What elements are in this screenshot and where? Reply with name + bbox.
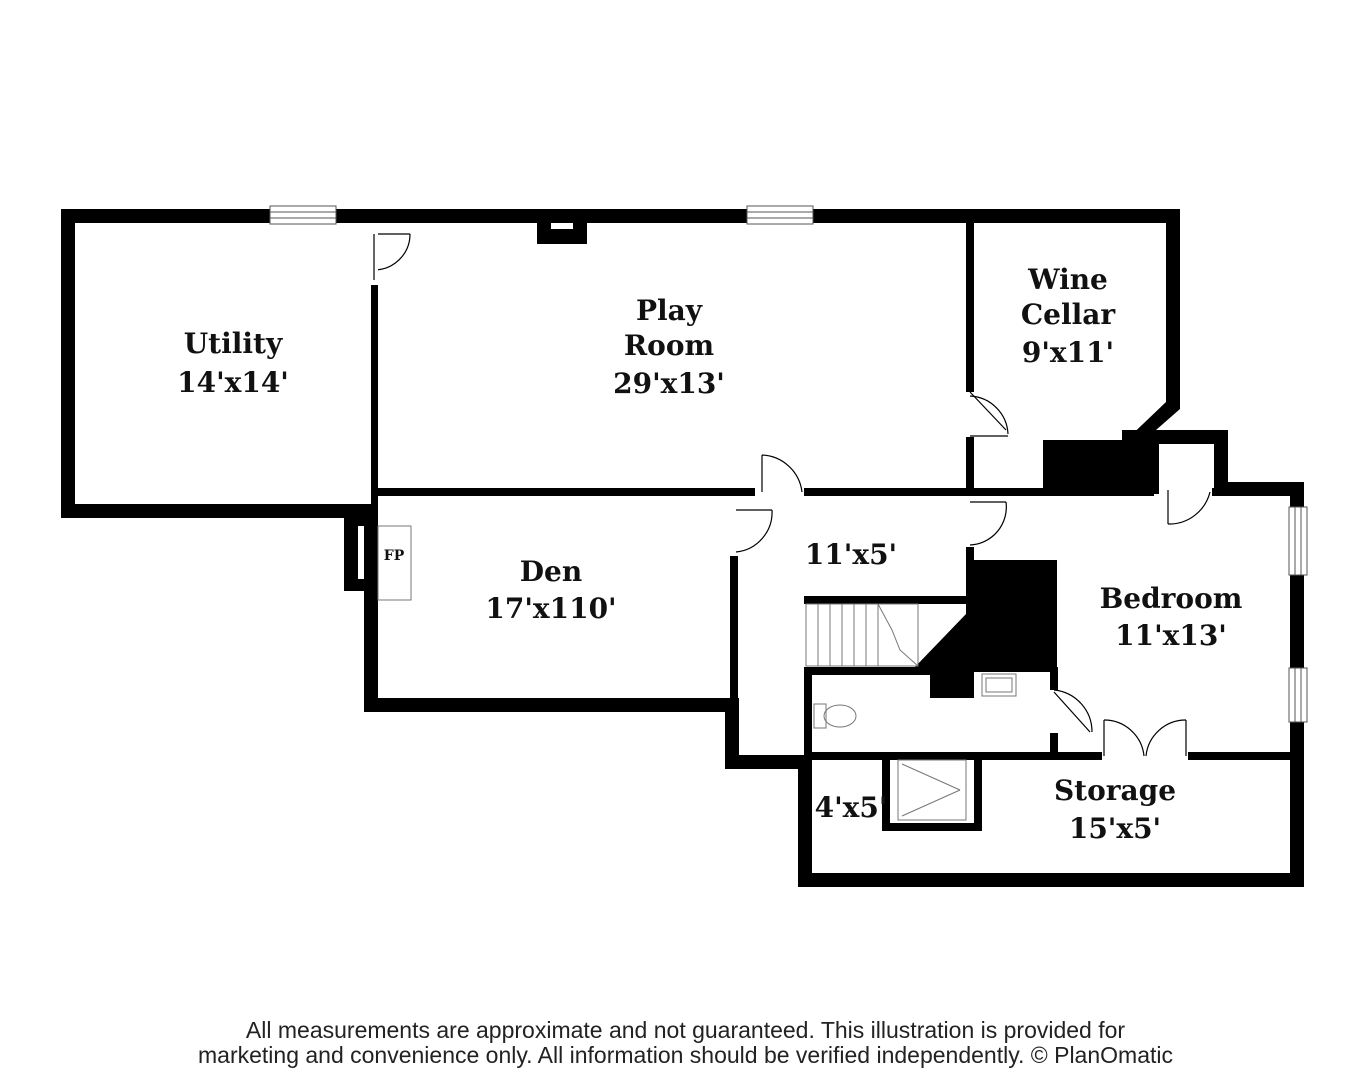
- room-hall: 11'x5': [805, 538, 897, 571]
- room-name: Den: [520, 555, 582, 588]
- room-size: 15'x5': [1069, 812, 1161, 845]
- room-size: 9'x11': [1022, 336, 1114, 369]
- window: [1288, 667, 1308, 723]
- room-size: 4'x5': [815, 791, 888, 824]
- toilet: [813, 703, 857, 729]
- door: [1167, 490, 1211, 525]
- room-den: Den 17'x110': [485, 555, 616, 625]
- window: [269, 205, 337, 225]
- room-play-room: Play Room 29'x13': [613, 294, 725, 400]
- door: [761, 454, 803, 493]
- fireplace: FP: [377, 525, 412, 601]
- room-size: 29'x13': [613, 367, 725, 400]
- room-size: 17'x110': [485, 592, 616, 625]
- window: [746, 205, 814, 225]
- room-wine-cellar: Wine Cellar 9'x11': [1021, 263, 1117, 369]
- door: [969, 501, 1007, 546]
- door: [1053, 689, 1093, 733]
- disclaimer-line: All measurements are approximate and not…: [245, 1017, 1126, 1043]
- staircase: [805, 603, 919, 667]
- room-utility: Utility 14'x14': [177, 327, 289, 399]
- room-name: Cellar: [1021, 298, 1117, 331]
- room-storage: Storage 15'x5': [1054, 774, 1176, 845]
- double-door: [1103, 719, 1187, 757]
- room-bedroom: Bedroom 11'x13': [1100, 582, 1243, 652]
- room-name: Room: [624, 329, 714, 362]
- room-name: Utility: [184, 327, 283, 360]
- door: [371, 224, 411, 284]
- room-size: 11'x13': [1115, 619, 1227, 652]
- window: [1288, 506, 1308, 576]
- sink: [981, 673, 1017, 697]
- room-name: Wine: [1027, 263, 1108, 296]
- interior-walls: [371, 220, 1292, 831]
- room-bath: 4'x5': [815, 791, 888, 824]
- disclaimer-line: marketing and convenience only. All info…: [198, 1042, 1173, 1068]
- room-name: Storage: [1054, 774, 1176, 807]
- disclaimer: All measurements are approximate and not…: [100, 1018, 1271, 1068]
- shower: [897, 759, 967, 821]
- fireplace-label: FP: [384, 548, 405, 564]
- room-name: Play: [636, 294, 703, 327]
- floor-plan: FP Utility 14'x14' Play Room 29'x13' Win…: [61, 205, 1308, 887]
- room-size: 14'x14': [177, 366, 289, 399]
- room-name: Bedroom: [1100, 582, 1243, 615]
- door: [969, 391, 1009, 437]
- room-size: 11'x5': [805, 538, 897, 571]
- door: [735, 509, 773, 553]
